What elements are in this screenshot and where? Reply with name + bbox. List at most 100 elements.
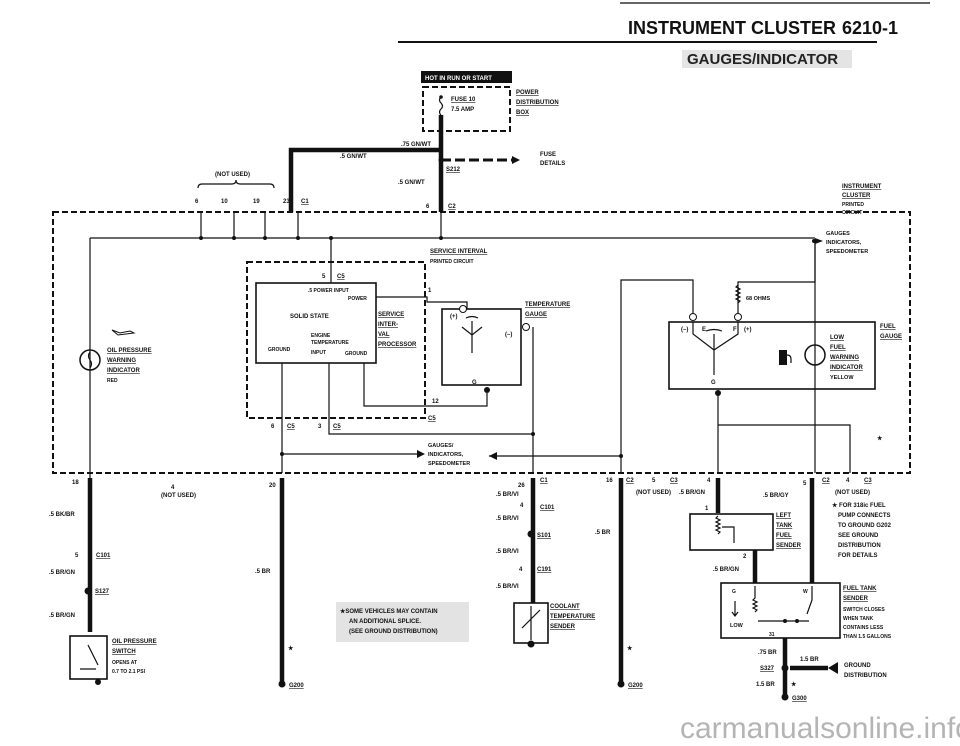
coolant-ground-icon xyxy=(527,640,535,648)
oil-ind-color: RED xyxy=(107,378,118,384)
fuel-pump-hose-icon xyxy=(786,354,792,363)
fuel-splice-label: S327 xyxy=(760,666,775,672)
temp-gauge-2: GAUGE xyxy=(525,312,547,318)
junction-temp xyxy=(531,432,535,436)
fuel-tank-1: FUEL TANK xyxy=(843,586,877,592)
fuel-minus-terminal xyxy=(689,313,697,321)
note-line-3: (SEE GROUND DISTRIBUTION) xyxy=(349,629,438,635)
fuel-note-1: ★ FOR 318ic FUEL xyxy=(832,502,886,509)
oil-switch-1: OIL PRESSURE xyxy=(112,639,157,645)
page-subtitle: GAUGES/INDICATOR xyxy=(687,51,838,68)
temp-g: G xyxy=(472,380,477,386)
conn-c3: C3 xyxy=(670,478,678,484)
fuel-note-6: FOR DETAILS xyxy=(838,553,878,559)
ground-16-star: ★ xyxy=(627,645,633,652)
hot-label-bg xyxy=(421,71,512,83)
fuel-pump-icon xyxy=(779,350,787,365)
fuse-rating: 7.5 AMP xyxy=(451,107,474,113)
temp-minus: (–) xyxy=(505,332,512,338)
low-fuel-2: FUEL xyxy=(830,345,846,351)
section-title: INSTRUMENT CLUSTER xyxy=(628,18,836,38)
fuel-switch-4: THAN 1.5 GALLONS xyxy=(843,634,892,640)
fuse-details-2: DETAILS xyxy=(540,161,565,167)
oil-ind-3: INDICATOR xyxy=(107,368,140,374)
note-line-2: AN ADDITIONAL SPLICE. xyxy=(349,619,421,625)
conn-c2-right: C2 xyxy=(822,478,830,484)
temp-plus-terminal xyxy=(459,305,467,313)
si-processor-box xyxy=(255,282,377,364)
fuel-tank-low: LOW xyxy=(730,623,744,629)
pin-4: 4 xyxy=(171,485,175,491)
si-pin-1: 1 xyxy=(428,288,432,294)
left-sender-resistor-icon xyxy=(714,515,735,543)
si-solid-state: SOLID STATE xyxy=(290,314,329,320)
fuel-e: E xyxy=(702,327,706,333)
brace-not-used xyxy=(197,179,275,189)
arrow-ground-distribution xyxy=(828,662,838,674)
ground-16-wire: .5 BR xyxy=(595,530,611,536)
fuel-wire-4: 1.5 BR xyxy=(800,657,819,663)
oil-ind-2: WARNING xyxy=(107,358,136,364)
wire-label-left: .5 GN/WT xyxy=(340,154,367,160)
cluster-title-2: CLUSTER xyxy=(842,193,871,199)
fuel-switch-1: SWITCH CLOSES xyxy=(843,607,885,613)
oil-switch-contact-icon xyxy=(80,644,99,670)
c3-right-not-used: (NOT USED) xyxy=(835,490,870,496)
subtitle-bg xyxy=(682,50,852,68)
wire-fuel-branch xyxy=(718,424,851,473)
fuse-details-1: FUSE xyxy=(540,152,556,158)
coolant-conn-c191: C191 xyxy=(537,567,552,573)
conn-c2-bottom: C2 xyxy=(626,478,634,484)
pin-16: 16 xyxy=(606,478,613,484)
si-proc-1: SERVICE xyxy=(378,312,404,318)
thermistor-icon xyxy=(521,606,541,640)
wire-label-down: .5 GN/WT xyxy=(398,180,425,186)
fuel-wire-2: .5 BR/GN xyxy=(713,567,739,573)
oil-splice-label: S127 xyxy=(95,589,110,595)
not-used-top: (NOT USED) xyxy=(215,172,250,178)
fuel-note-2: PUMP CONNECTS xyxy=(838,513,891,519)
wire-label-main: .75 GN/WT xyxy=(401,142,431,148)
wire-fuel-minus xyxy=(620,279,694,473)
coolant-sender-3: SENDER xyxy=(550,624,576,630)
temp-ground-terminal xyxy=(484,387,490,393)
fuel-tank-w: W xyxy=(803,589,808,595)
splice-s127 xyxy=(84,587,92,595)
si-ground-right: GROUND xyxy=(345,351,368,357)
fuel-note-4: SEE GROUND xyxy=(838,533,879,539)
resistor-label: 68 OHMS xyxy=(746,296,770,302)
fuel-wire-gy: .5 BR/GY xyxy=(763,493,789,499)
temp-gauge-1: TEMPERATURE xyxy=(525,302,570,308)
si-conn-c5-3: C5 xyxy=(333,424,341,430)
ground-20-star: ★ xyxy=(288,645,294,652)
pdb-label-2: DISTRIBUTION xyxy=(516,100,559,106)
arrow-gauges-mid-left xyxy=(417,450,425,458)
arrow-gauges-mid-right xyxy=(489,452,497,460)
coolant-sender-2: TEMPERATURE xyxy=(550,614,595,620)
fuel-wire-3: .75 BR xyxy=(758,650,777,656)
temp-plus: (+) xyxy=(450,314,458,320)
si-sub: PRINTED CIRCUIT xyxy=(430,259,474,265)
fuel-note-5: DISTRIBUTION xyxy=(838,543,881,549)
coolant-wire-3: .5 BR/VI xyxy=(496,549,519,555)
arrow-gauges-top xyxy=(815,238,823,244)
ground-g300-label: G300 xyxy=(792,696,807,702)
conn-c3-right: C3 xyxy=(864,478,872,484)
pin-c2-6: 6 xyxy=(426,204,430,210)
low-fuel-4: INDICATOR xyxy=(830,365,863,371)
indicator-lamp-icon xyxy=(79,349,101,371)
conn-c1-bottom: C1 xyxy=(540,478,548,484)
power-distribution-box xyxy=(422,86,511,132)
watermark: carmanualsonline.info xyxy=(680,712,960,745)
fuel-note-3: TO GROUND G202 xyxy=(838,523,892,529)
temp-minus-terminal xyxy=(522,323,530,331)
coolant-wire-1: .5 BR/VI xyxy=(496,492,519,498)
pdb-label-1: POWER xyxy=(516,90,539,96)
splice-s101 xyxy=(527,530,535,538)
oil-wire-3: .5 BR/GN xyxy=(49,613,75,619)
si-proc-2: INTER- xyxy=(378,322,398,328)
fuel-pin-2: 2 xyxy=(743,554,747,560)
low-arrow-icon xyxy=(731,601,739,617)
fuel-wire-1: .5 BR/GN xyxy=(679,490,705,496)
oil-wire-1: .5 BK/BR xyxy=(49,512,75,518)
